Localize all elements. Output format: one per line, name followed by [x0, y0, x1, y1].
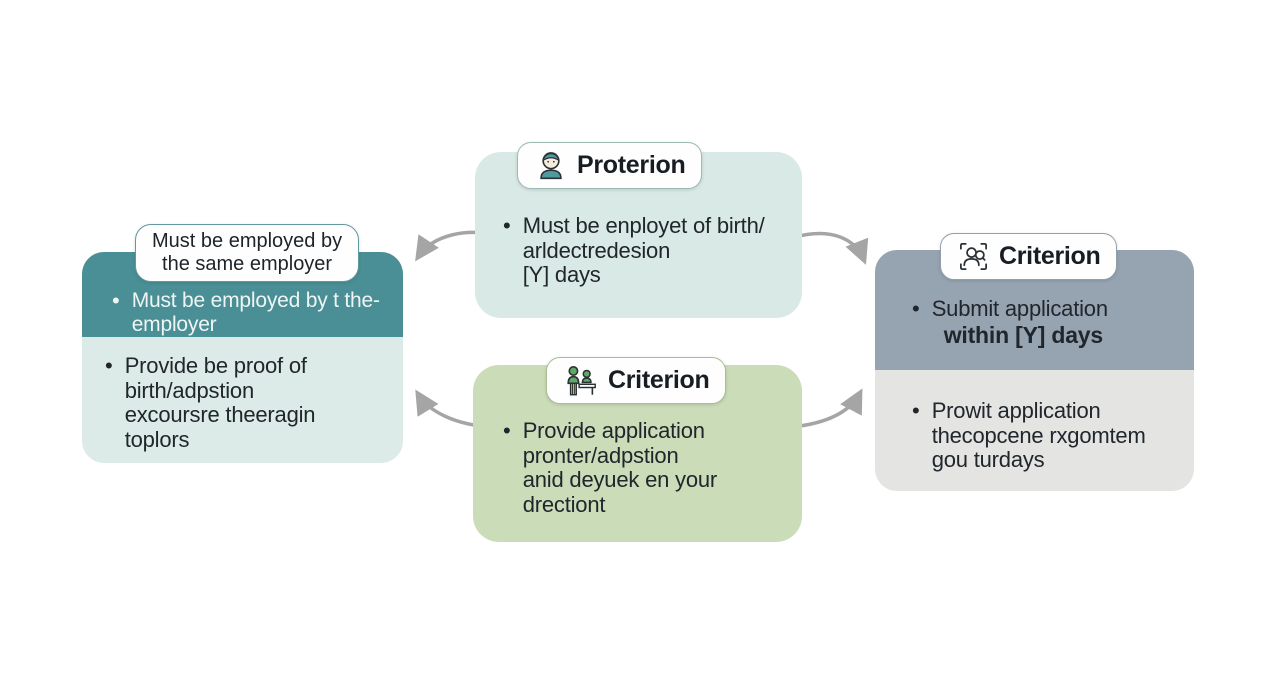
node-proterion: Proterion • Must be enployet of birth/ a… — [475, 142, 802, 318]
people-counter-icon — [563, 364, 599, 397]
bullet-dot: • — [503, 213, 511, 238]
right-body-bullet-text: Prowit application thecopcene rxgomtem g… — [931, 398, 1146, 472]
employment-header-bullet: • Must be employed by t the- employer — [112, 289, 380, 336]
proterion-badge-title: Proterion — [577, 151, 686, 179]
criterion-right-badge-title: Criterion — [999, 242, 1101, 270]
person-icon — [534, 149, 568, 183]
criterion-bottom-badge: Criterion — [546, 357, 727, 404]
bullet-dot: • — [112, 288, 120, 313]
employment-body-bullet-text: Provide be proof of birth/adpstion excou… — [124, 353, 316, 452]
bottom-bullet: • Provide application pronter/adpstion a… — [503, 418, 718, 517]
proterion-bullet: • Must be enployet of birth/ arldectrede… — [503, 213, 765, 288]
face-scan-icon — [957, 240, 990, 273]
bullet-dot: • — [912, 296, 920, 321]
bottom-bullet-text: Provide application pronter/adpstion ani… — [522, 418, 718, 517]
node-criterion-right: Criterion • Submit application within [Y… — [875, 233, 1194, 491]
right-body-bullet: • Prowit application thecopcene rxgomtem… — [912, 398, 1146, 473]
criterion-right-badge: Criterion — [940, 233, 1118, 280]
proterion-bullet-text: Must be enployet of birth/ arldectredesi… — [522, 213, 765, 287]
employment-badge: Must be employed by the same employer — [135, 224, 360, 282]
criterion-bottom-badge-title: Criterion — [608, 366, 710, 394]
submit-application-bullet: • Submit application within [Y] days — [912, 296, 1108, 348]
bullet-dot: • — [503, 418, 511, 443]
employment-badge-label: Must be employed by the same employer — [152, 230, 343, 275]
node-employment-criterion: Must be employed by the same employer • … — [82, 224, 403, 463]
node-criterion-bottom: Criterion • Provide application pronter/… — [473, 357, 802, 542]
employment-body-bullet: • Provide be proof of birth/adpstion exc… — [105, 353, 316, 452]
submit-application-line1: Submit application — [931, 296, 1108, 321]
arrow-top-to-right — [794, 231, 869, 265]
proterion-badge: Proterion — [517, 142, 703, 189]
employment-header-bullet-text: Must be employed by t the- employer — [131, 289, 380, 336]
arrow-bottom-to-right — [791, 388, 863, 429]
bullet-dot: • — [912, 398, 920, 423]
submit-application-line2: within [Y] days — [943, 321, 1103, 348]
bullet-dot: • — [105, 353, 113, 378]
